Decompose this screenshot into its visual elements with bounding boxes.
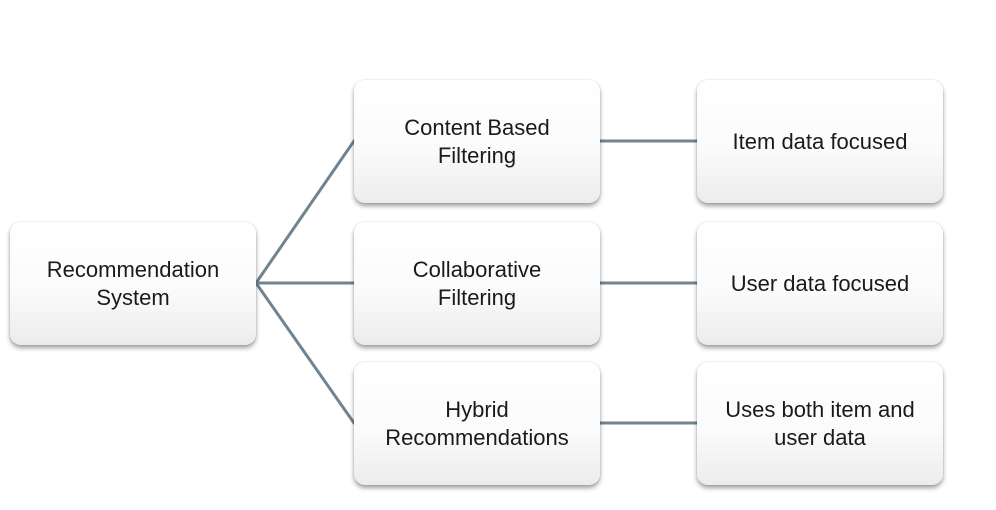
node-label: Item data focused [732, 128, 908, 154]
connector-root-to-content-based [254, 139, 356, 285]
node-item-data-focused: Item data focused [697, 80, 943, 203]
node-label: Recommendation System [46, 256, 220, 310]
node-label: Collaborative Filtering [412, 256, 542, 310]
node-user-data-focused: User data focused [697, 222, 943, 345]
node-content-based-filtering: Content Based Filtering [354, 80, 600, 203]
node-hybrid-recommendations: Hybrid Recommendations [354, 362, 600, 485]
connector-root-to-hybrid [254, 281, 356, 425]
node-collaborative-filtering: Collaborative Filtering [354, 222, 600, 345]
node-label: Content Based Filtering [404, 114, 550, 168]
node-label: Hybrid Recommendations [385, 396, 569, 450]
node-recommendation-system: Recommendation System [10, 222, 256, 345]
node-label: Uses both item and user data [725, 396, 915, 450]
node-label: User data focused [730, 270, 910, 296]
node-uses-both-item-and-user-data: Uses both item and user data [697, 362, 943, 485]
